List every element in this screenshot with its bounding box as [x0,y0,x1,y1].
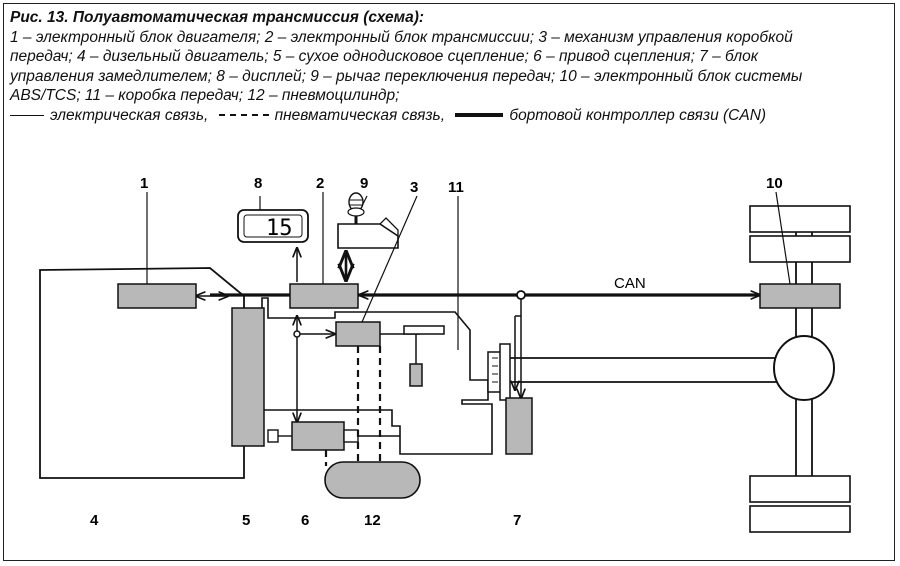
engine-ecu [117,283,197,309]
legend-pneumatic-line [218,114,269,117]
display-value: 15 [266,216,293,241]
caption-legend: электрическая связь, пневматическая связ… [10,106,890,126]
clutch-actuator [291,421,345,451]
caption-line-3: управления замедлителем; 8 – дисплей; 9 … [10,67,803,85]
leader-lines [146,191,791,350]
clutch [231,307,265,447]
pneumatic-cylinder [324,461,421,499]
caption-title-text: Рис. 13. Полуавтоматическая трансмиссия … [10,9,425,26]
caption-line-2: передач; 4 – дизельный двигатель; 5 – су… [10,48,759,65]
label-1: 1 [140,175,148,192]
label-3: 3 [410,179,418,196]
shift-lever [337,192,399,249]
caption-line-1: 1 – электронный блок двигателя; 2 – элек… [10,28,793,46]
legend-can-line [455,113,504,118]
transmission-ecu [289,283,359,309]
label-11: 11 [448,179,464,196]
caption-title: Рис. 13. Полуавтоматическая трансмиссия … [10,8,890,28]
label-4: 4 [90,512,99,529]
driveshaft [510,357,783,383]
legend-electric-text: электрическая связь, [50,106,209,124]
caption-line-4: ABS/TCS; 11 – коробка передач; 12 – пнев… [10,87,400,104]
abs-tcs-ecu [759,283,841,309]
label-8: 8 [254,175,262,192]
pneumatic-links [324,346,382,472]
blocks [117,283,841,455]
legend-can-text: бортовой контроллер связи (CAN) [509,106,767,124]
retarder-control [505,397,533,455]
legend-pneumatic-text: пневматическая связь, [274,106,446,124]
label-10: 10 [766,175,783,192]
gearbox-control [335,321,381,347]
can-label: CAN [614,275,646,292]
display [237,209,309,243]
label-12: 12 [364,512,381,529]
legend-electric-line [10,114,44,116]
label-5: 5 [242,512,250,529]
gearbox-housing [261,297,493,455]
output-flange [487,343,511,401]
gearbox-linkage [380,325,445,387]
label-7: 7 [513,512,521,529]
figure-caption: Рис. 13. Полуавтоматическая трансмиссия … [10,8,890,125]
label-6: 6 [301,512,309,529]
rear-axle [749,205,851,533]
figure-frame [3,3,895,561]
label-9: 9 [360,175,368,192]
label-2: 2 [316,175,324,192]
